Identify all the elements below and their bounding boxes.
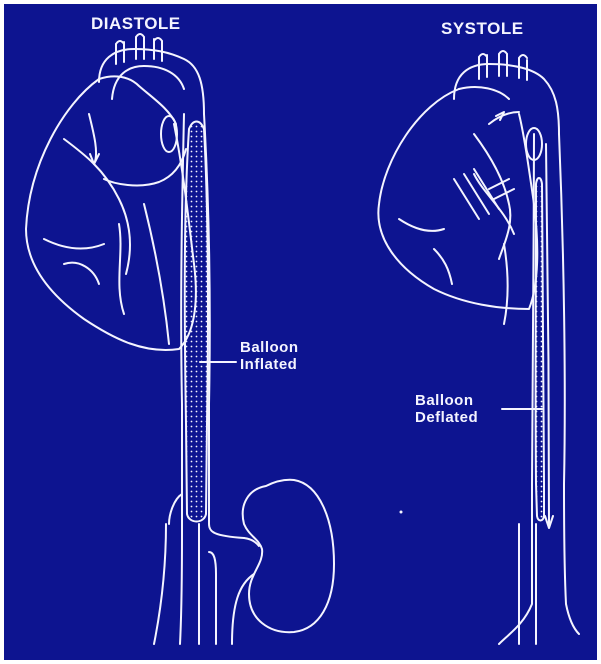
diastole-kidney: [243, 480, 334, 632]
systole-heart: [378, 87, 542, 324]
diastole-balloon: [185, 122, 208, 522]
systole-label-line2: Deflated: [415, 409, 478, 426]
diastole-heart: [26, 76, 196, 350]
systole-aortic-arch: [454, 51, 559, 134]
systole-label-line1: Balloon: [415, 392, 478, 409]
diastole-aortic-arch: [99, 34, 204, 114]
diagram-svg: [4, 4, 597, 660]
stray-dot: [400, 511, 403, 514]
diastole-label-line1: Balloon: [240, 339, 299, 356]
systole-balloon: [536, 178, 544, 521]
diagram-panel: DIASTOLE SYSTOLE Balloon Inflated Balloo…: [4, 4, 597, 660]
diastole-label-line2: Inflated: [240, 356, 299, 373]
diastole-label: Balloon Inflated: [240, 339, 299, 373]
diastole-title: DIASTOLE: [91, 14, 181, 34]
systole-title: SYSTOLE: [441, 19, 524, 39]
systole-label: Balloon Deflated: [415, 392, 478, 426]
